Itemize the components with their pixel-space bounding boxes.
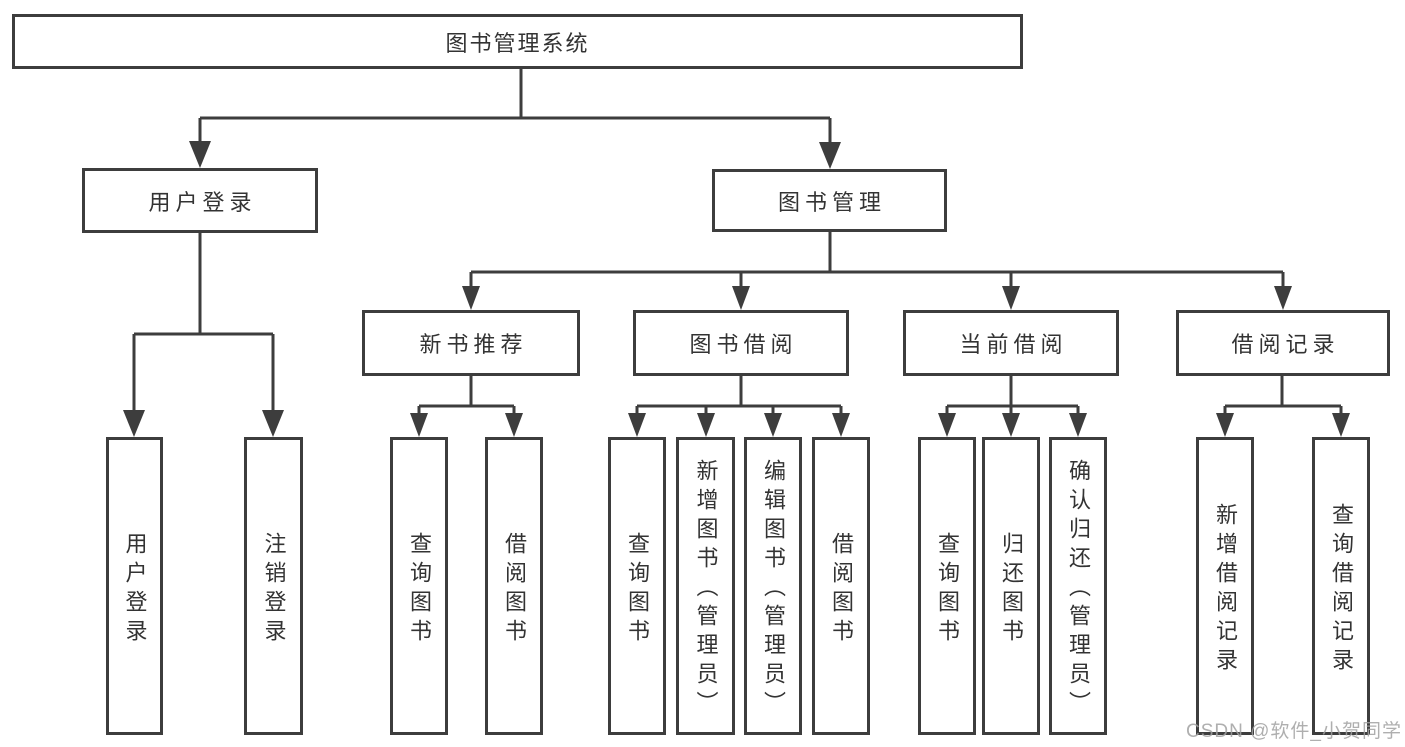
node-current-borrow-label: 当前借阅	[959, 332, 1068, 357]
node-confirm-return-admin: 确认归还（管理员）	[1049, 437, 1107, 735]
node-query-books-current-label: 查询图书	[935, 531, 960, 648]
arrowhead	[505, 413, 523, 437]
node-add-book-admin: 新增图书（管理员）	[676, 437, 735, 735]
arrowhead	[1332, 413, 1350, 437]
node-borrow-books-recommend: 借阅图书	[485, 437, 543, 735]
node-borrow-books-recommend-label: 借阅图书	[502, 531, 527, 648]
node-return-book-label: 归还图书	[999, 531, 1024, 648]
arrowhead	[462, 286, 480, 310]
node-borrow-records: 借阅记录	[1176, 310, 1390, 376]
arrowhead	[697, 413, 715, 437]
node-root-label: 图书管理系统	[445, 30, 590, 56]
node-current-borrow: 当前借阅	[903, 310, 1119, 376]
node-query-books-borrow-label: 查询图书	[625, 531, 650, 648]
node-user-login-leaf: 用户登录	[106, 437, 163, 735]
node-return-book: 归还图书	[982, 437, 1040, 735]
arrowhead	[1002, 286, 1020, 310]
edge-root-branch	[198, 69, 832, 149]
edge-book-mgmt-branch	[469, 232, 1285, 290]
node-query-books-borrow: 查询图书	[608, 437, 666, 735]
node-user-login: 用户登录	[82, 168, 318, 233]
node-edit-book-admin-label: 编辑图书（管理员）	[761, 459, 786, 720]
arrowhead	[123, 410, 145, 437]
node-logout-login-leaf-label: 注销登录	[261, 531, 287, 648]
arrowhead	[832, 413, 850, 437]
node-new-book-recommend: 新书推荐	[362, 310, 580, 376]
node-query-books-current: 查询图书	[918, 437, 976, 735]
node-user-login-leaf-label: 用户登录	[122, 531, 148, 648]
node-borrow-records-label: 借阅记录	[1231, 332, 1340, 357]
edge-current-borrow-branch	[945, 376, 1080, 418]
edge-new-book-branch	[417, 376, 516, 418]
node-borrow-books-leaf-label: 借阅图书	[829, 531, 854, 648]
arrowhead	[262, 410, 284, 437]
node-query-borrow-record-label: 查询借阅记录	[1329, 502, 1354, 677]
node-logout-login-leaf: 注销登录	[244, 437, 303, 735]
arrowhead	[1274, 286, 1292, 310]
arrowhead	[938, 413, 956, 437]
arrowhead	[410, 413, 428, 437]
node-user-login-label: 用户登录	[148, 189, 257, 215]
arrowhead	[732, 286, 750, 310]
node-confirm-return-admin-label: 确认归还（管理员）	[1066, 459, 1091, 720]
edge-user-login-branch	[132, 233, 275, 416]
arrowhead	[628, 413, 646, 437]
node-query-books-recommend-label: 查询图书	[407, 531, 432, 648]
node-add-book-admin-label: 新增图书（管理员）	[693, 459, 719, 720]
node-root: 图书管理系统	[12, 14, 1023, 69]
arrowhead	[819, 142, 841, 169]
edge-book-borrow-branch	[635, 376, 843, 418]
arrowhead	[1216, 413, 1234, 437]
watermark: CSDN @软件_小贺同学	[1186, 721, 1402, 742]
node-new-book-recommend-label: 新书推荐	[419, 332, 528, 357]
arrowhead	[1069, 413, 1087, 437]
node-book-borrow: 图书借阅	[633, 310, 849, 376]
node-query-books-recommend: 查询图书	[390, 437, 448, 735]
node-book-borrow-label: 图书借阅	[689, 332, 798, 357]
arrowhead	[189, 141, 211, 168]
node-query-borrow-record: 查询借阅记录	[1312, 437, 1370, 735]
node-add-borrow-record-label: 新增借阅记录	[1213, 502, 1238, 677]
node-book-management-label: 图书管理	[777, 189, 886, 215]
node-borrow-books-leaf: 借阅图书	[812, 437, 870, 735]
arrowhead	[1002, 413, 1020, 437]
node-edit-book-admin: 编辑图书（管理员）	[744, 437, 802, 735]
node-book-management: 图书管理	[712, 169, 947, 232]
arrowhead	[764, 413, 782, 437]
edge-borrow-records-branch	[1223, 376, 1343, 418]
node-add-borrow-record: 新增借阅记录	[1196, 437, 1254, 735]
